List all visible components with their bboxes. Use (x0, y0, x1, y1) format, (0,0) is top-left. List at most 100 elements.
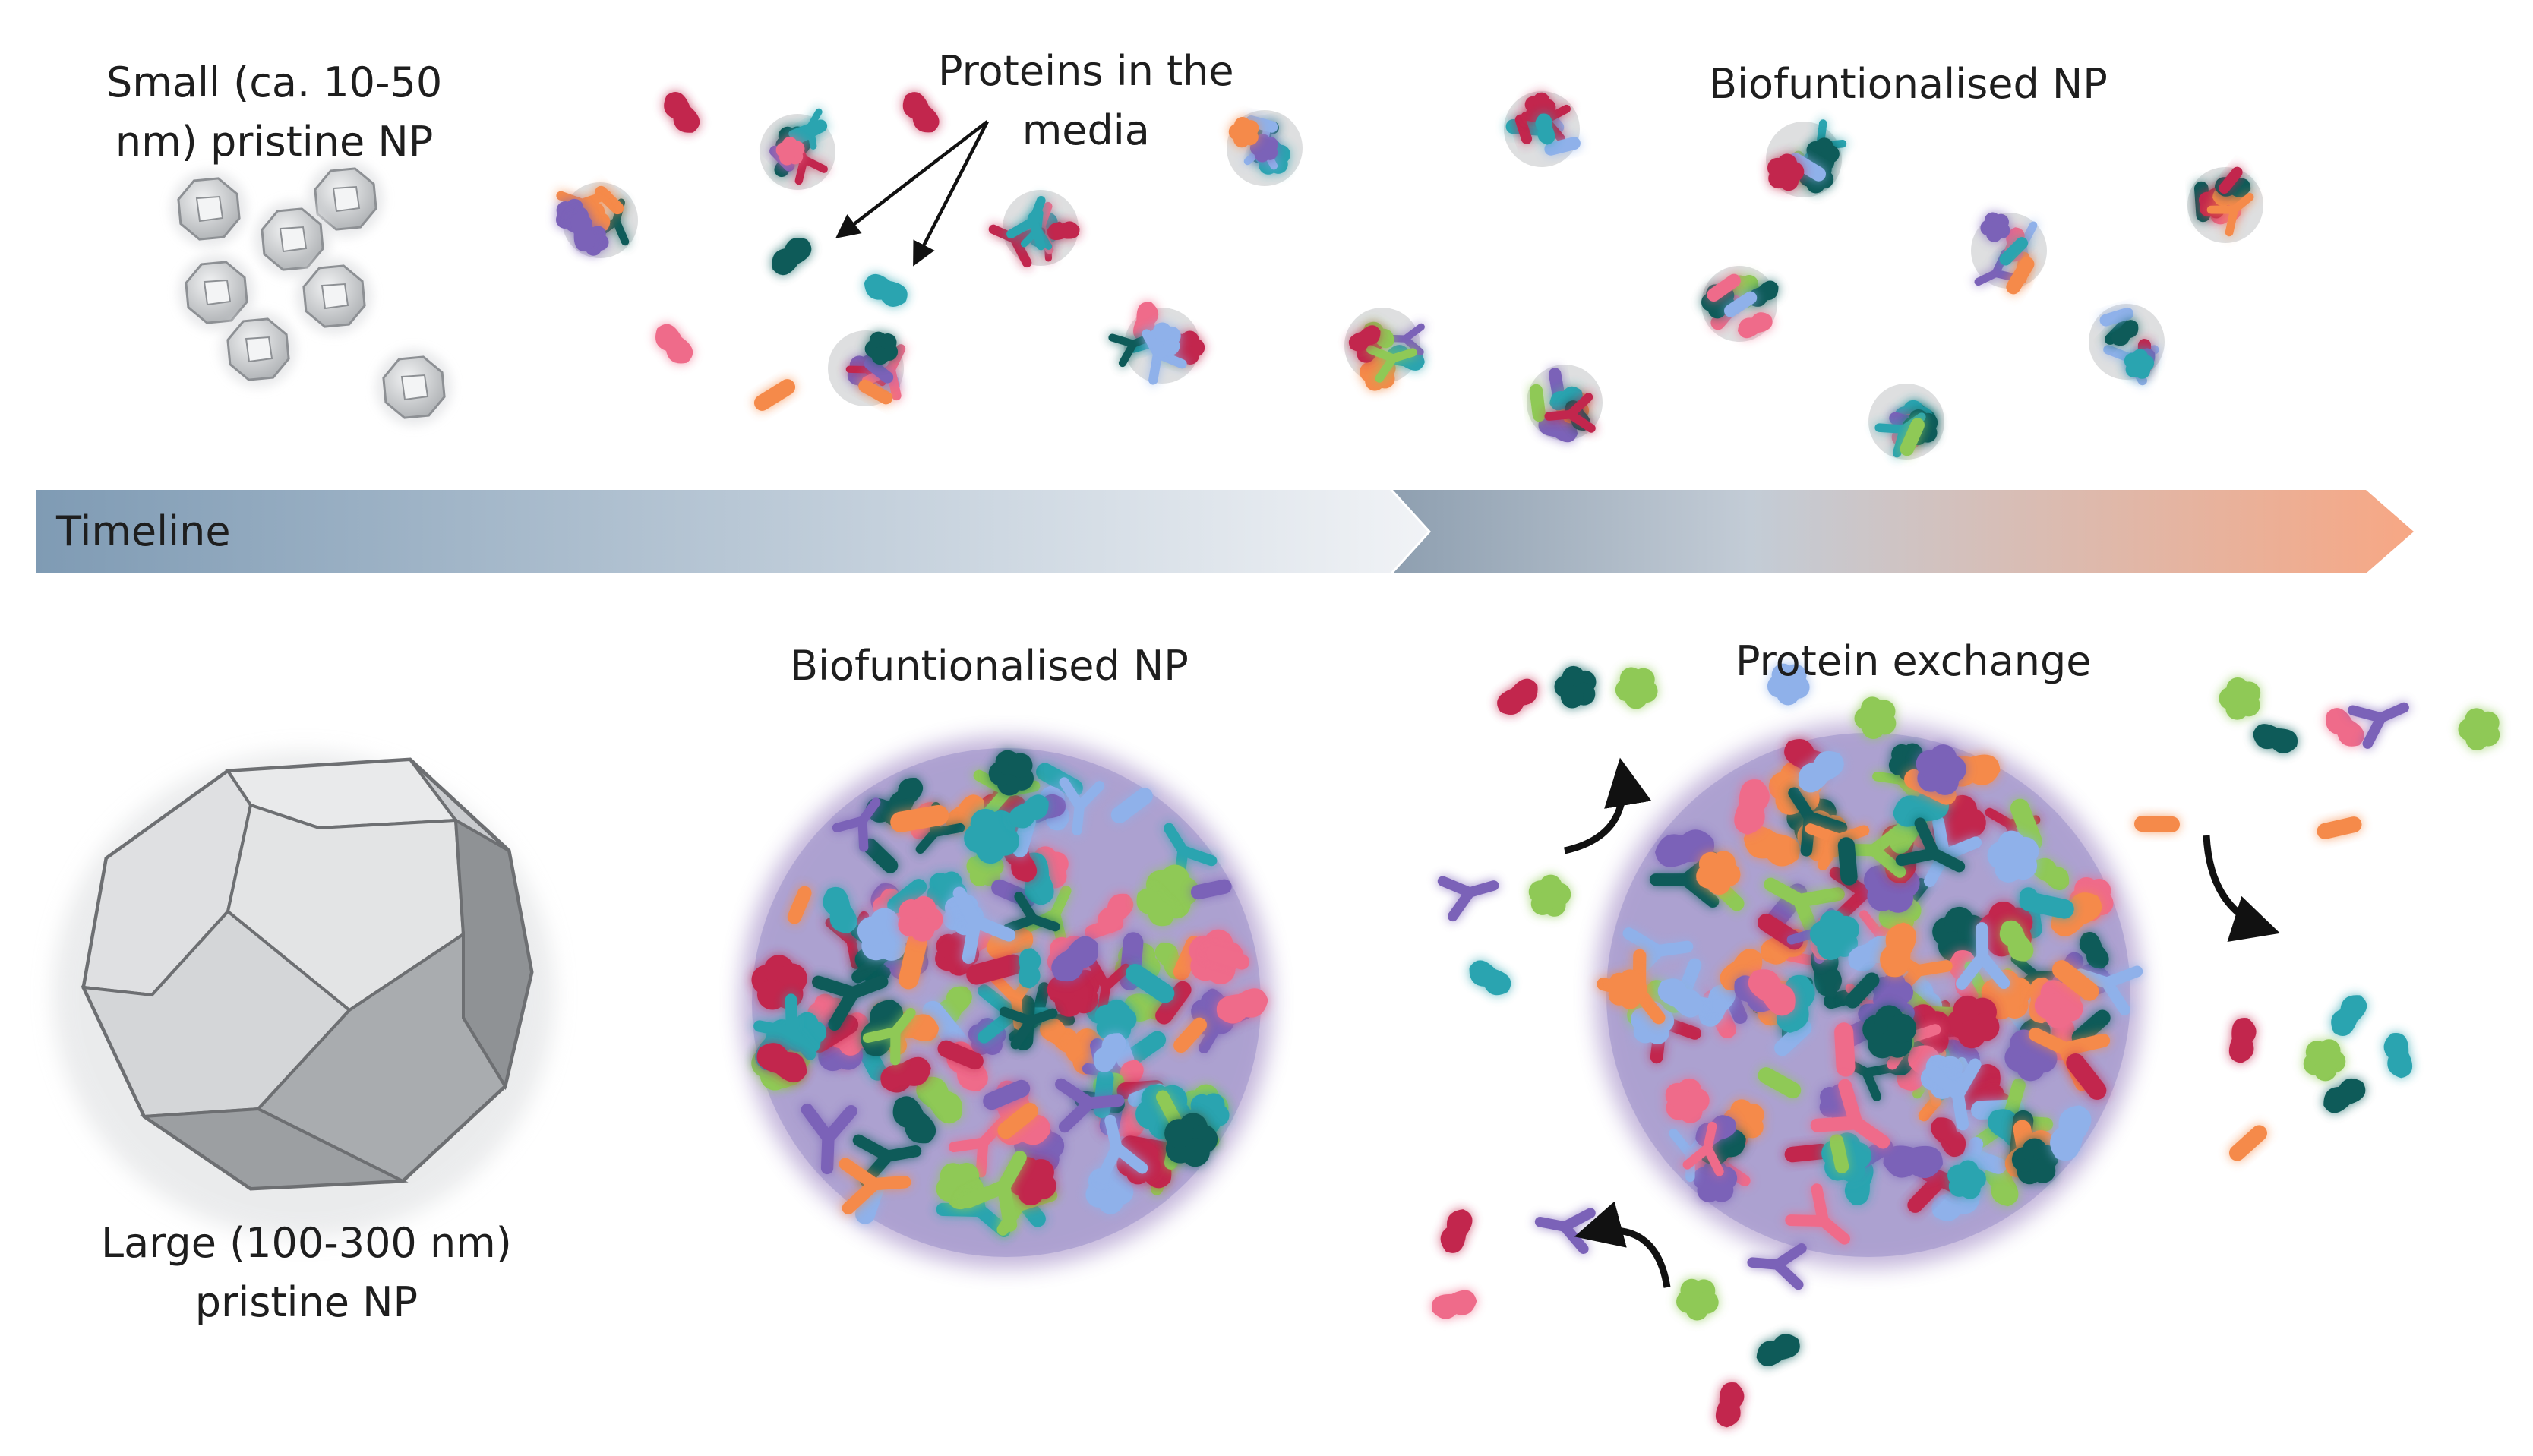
small-coated-np (1868, 384, 1944, 460)
protein (1206, 946, 1250, 970)
protein (966, 954, 1024, 985)
protein (999, 1006, 1058, 1050)
large-np-label: Large (100-300 nm) pristine NP (101, 1214, 512, 1332)
protein (946, 794, 984, 832)
protein (1682, 1121, 1724, 1176)
protein (1126, 964, 1175, 1003)
protein (801, 1103, 857, 1175)
protein (1720, 949, 1763, 990)
exchange-arrows (1564, 757, 2281, 1288)
protein (961, 1151, 1027, 1232)
protein (1999, 920, 2034, 962)
small-np-label: Small (ca. 10-50 nm) pristine NP (106, 53, 442, 172)
protein (862, 838, 899, 873)
protein (1707, 273, 1741, 302)
protein (812, 975, 889, 1031)
protein (1953, 1063, 2001, 1110)
protein (864, 273, 908, 307)
small-coated-np (1504, 91, 1581, 167)
protein (1785, 1183, 1850, 1245)
protein (922, 1000, 968, 1053)
protein (1009, 794, 1049, 829)
biofunctionalised-np-large (741, 737, 1272, 1268)
protein (751, 955, 807, 1010)
protein (1810, 1079, 1890, 1149)
proteins-media-label-line1: Proteins in the (938, 47, 1234, 95)
small-pristine-np (296, 258, 372, 334)
small-coated-np (2089, 304, 2165, 386)
protein (1829, 1134, 1849, 1173)
protein (2228, 1017, 2257, 1063)
protein (1931, 1117, 1966, 1158)
protein (1437, 876, 1499, 922)
small-coated-np (988, 190, 1080, 268)
protein (2383, 1032, 2413, 1079)
protein (1916, 744, 1966, 795)
protein (2219, 677, 2261, 720)
protein (832, 797, 881, 852)
protein (1756, 1334, 1800, 1366)
protein (902, 92, 940, 133)
protein (1657, 978, 1703, 1018)
protein (890, 804, 949, 832)
protein (864, 358, 894, 384)
small-coated-np (2187, 166, 2263, 243)
protein (1608, 969, 1647, 1009)
proteins-pointer-arrows (835, 120, 990, 267)
protein (2317, 816, 2362, 839)
protein (2124, 349, 2155, 379)
biofunc-bottom-label: Biofuntionalised NP (790, 642, 1189, 690)
protein (2010, 798, 2042, 851)
protein (997, 1102, 1038, 1139)
timeline-arrow (36, 490, 2414, 573)
protein (858, 379, 893, 405)
protein (1528, 874, 1571, 917)
protein (1366, 345, 1417, 383)
protein (1554, 665, 1597, 709)
protein (775, 137, 805, 166)
protein (810, 1015, 859, 1053)
protein (1469, 960, 1511, 996)
protein (1999, 237, 2029, 266)
small-np-label-line1: Small (ca. 10-50 (106, 58, 443, 106)
protein (1228, 116, 1259, 148)
protein (655, 324, 693, 364)
protein (1514, 114, 1533, 144)
protein (1737, 312, 1773, 339)
protein (1088, 958, 1131, 1015)
protein (899, 933, 927, 990)
free-proteins (655, 92, 2500, 1428)
protein (1784, 1143, 1829, 1163)
protein (2206, 193, 2254, 237)
protein (1615, 667, 1658, 709)
protein (937, 1040, 984, 1070)
small-coated-np (760, 108, 835, 190)
protein (839, 1158, 911, 1214)
protein (1788, 787, 1848, 857)
small-coated-np (828, 330, 906, 406)
protein (1895, 817, 1966, 873)
protein (1655, 829, 1715, 867)
protein (1098, 893, 1134, 933)
protein (1529, 384, 1546, 422)
protein (1987, 830, 2039, 883)
protein (586, 201, 611, 232)
protein (1384, 323, 1425, 356)
protein (1748, 969, 1796, 1016)
protein (1155, 981, 1192, 1025)
protein (756, 1043, 807, 1083)
protein (2326, 708, 2364, 747)
protein (2074, 965, 2143, 1015)
protein (2323, 1078, 2366, 1113)
protein (2099, 307, 2133, 327)
protein (664, 92, 700, 133)
timeline-arrow-right (1393, 490, 2414, 573)
protein (1676, 1278, 1719, 1321)
protein (570, 212, 595, 252)
protein (1190, 879, 1232, 900)
protein (1097, 1114, 1148, 1183)
biofunc-top-label: Biofuntionalised NP (1709, 60, 2108, 108)
small-pristine-np (178, 254, 254, 330)
protein (1164, 1113, 1218, 1167)
